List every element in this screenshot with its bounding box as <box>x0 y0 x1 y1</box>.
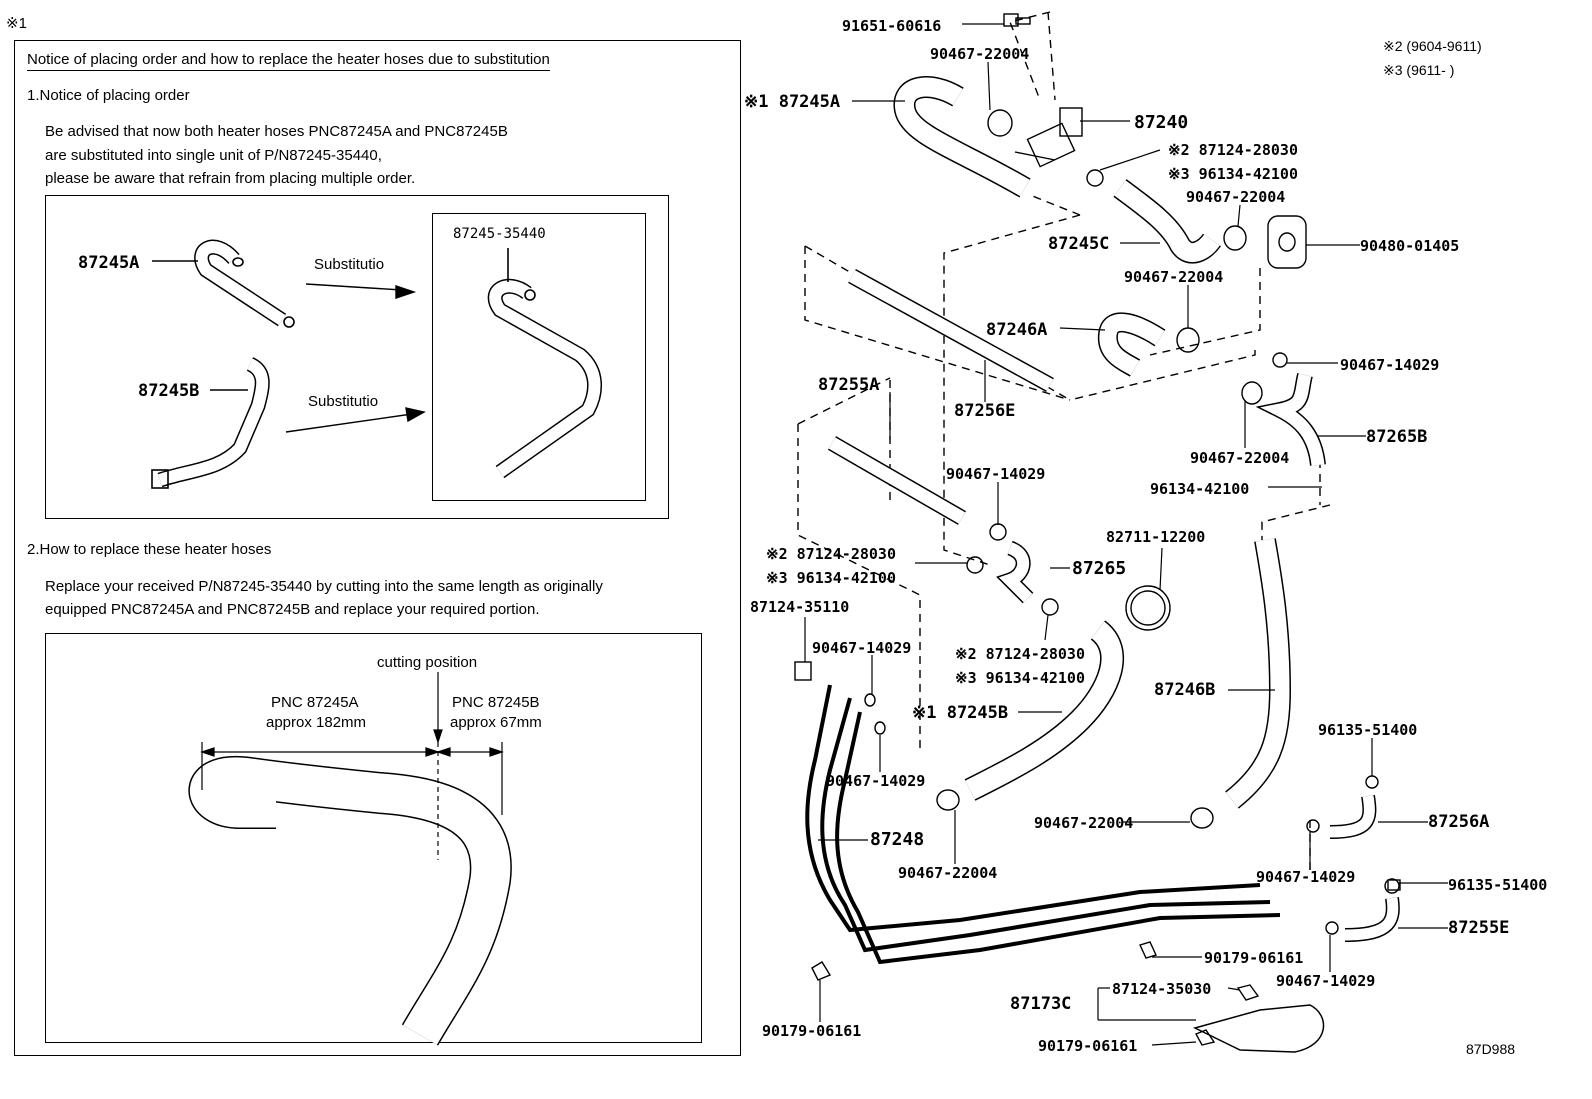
hose-87245a-icon <box>194 239 295 328</box>
part-87245a: ※1 87245A <box>744 92 841 112</box>
part-90467-22004-a: 90467-22004 <box>930 45 1030 63</box>
hose-87256a <box>1329 794 1377 839</box>
diagram-id: 87D988 <box>1466 1041 1516 1057</box>
leader-lines <box>804 23 1448 1046</box>
clamp-82711-icon <box>1125 585 1171 631</box>
part-87246b: 87246B <box>1154 680 1216 700</box>
section1-line3: please be aware that refrain from placin… <box>45 170 416 187</box>
dimension-lines <box>200 672 504 860</box>
part-90467-14029-b: 90467-14029 <box>946 465 1046 483</box>
part-90467-22004-d: 90467-22004 <box>1190 449 1290 467</box>
substitution-box: 87245A 87245B Substitutio Substitutio 87… <box>45 195 669 519</box>
part-87124-28030-c: ※2 87124-28030 <box>955 645 1085 663</box>
hose-87245c <box>1113 179 1222 264</box>
part-96135-51400-b: 96135-51400 <box>1448 876 1548 894</box>
section2-line1: Replace your received P/N87245-35440 by … <box>45 578 603 595</box>
pipe-87255a <box>828 436 966 525</box>
clamp-icon <box>864 109 1400 935</box>
part-87256e: 87256E <box>954 401 1016 421</box>
bracket-87173c <box>1192 1004 1325 1053</box>
pnc-a-length: approx 182mm <box>266 714 367 731</box>
pnc-a-label: PNC 87245A <box>271 694 359 711</box>
part-90179-06161-c: 90179-06161 <box>1038 1037 1138 1055</box>
substitution-a-text: Substitutio <box>314 256 385 273</box>
part-90467-14029-c: 90467-14029 <box>812 639 912 657</box>
part-91651: 91651-60616 <box>842 17 942 35</box>
part-90179-06161-a: 90179-06161 <box>1204 949 1304 967</box>
bolt-icon <box>1003 13 1031 27</box>
hose-87265b <box>1255 373 1326 467</box>
hose-87246b <box>1225 538 1292 809</box>
part-87265: 87265 <box>1072 558 1127 579</box>
sub-b-label: 87245B <box>138 381 200 401</box>
section2-title: 2.How to replace these heater hoses <box>27 541 272 558</box>
part-90467-14029-a: 90467-14029 <box>1340 356 1440 374</box>
substitution-b-text: Substitutio <box>308 393 379 410</box>
part-96134-42100-b: 96134-42100 <box>1150 480 1250 498</box>
part-87256a: 87256A <box>1428 812 1490 832</box>
part-87265b: 87265B <box>1366 427 1428 447</box>
part-96134-42100-c: ※3 96134-42100 <box>766 569 896 587</box>
section2-line2: equipped PNC87245A and PNC87245B and rep… <box>45 601 540 618</box>
part-87240: 87240 <box>1134 112 1189 133</box>
tube-87248 <box>805 684 1281 965</box>
part-90467-22004-c: 90467-22004 <box>1124 268 1224 286</box>
part-87248: 87248 <box>870 829 925 850</box>
section1-title: 1.Notice of placing order <box>27 87 190 104</box>
section1-line1: Be advised that now both heater hoses PN… <box>45 123 508 140</box>
new-part-box: 87245-35440 <box>432 213 646 501</box>
section1-line2: are substituted into single unit of P/N8… <box>45 147 382 164</box>
cutting-box: cutting position PNC 87245A approx 182mm… <box>45 633 702 1043</box>
notice-mark: ※1 <box>6 15 27 32</box>
pnc-b-label: PNC 87245B <box>452 694 540 711</box>
hose-87265 <box>996 540 1034 604</box>
part-90179-06161-b: 90179-06161 <box>762 1022 862 1040</box>
part-87246a: 87246A <box>986 320 1048 340</box>
part-87124-35030: 87124-35030 <box>1112 980 1212 998</box>
part-90480: 90480-01405 <box>1360 237 1460 255</box>
part-87124-28030-a: ※2 87124-28030 <box>1168 141 1298 159</box>
new-part-label: 87245-35440 <box>453 226 546 242</box>
part-96134-42100-a: ※3 96134-42100 <box>1168 165 1298 183</box>
valve-87240-icon <box>1014 107 1083 168</box>
cutting-position-label: cutting position <box>377 654 478 671</box>
part-87255a: 87255A <box>818 375 880 395</box>
part-90467-22004-e: 90467-22004 <box>1034 814 1134 832</box>
clip-icon <box>794 661 1401 1046</box>
part-87245c: 87245C <box>1048 234 1110 254</box>
part-87255e: 87255E <box>1448 918 1510 938</box>
part-90467-14029-f: 90467-14029 <box>1276 972 1376 990</box>
hose-cutting-icon <box>188 755 512 1046</box>
hose-87245b <box>964 620 1125 801</box>
hose-87255e <box>1344 897 1400 942</box>
hose-87246a <box>1097 312 1166 377</box>
arrow-icon <box>285 283 426 433</box>
part-96135-51400-a: 96135-51400 <box>1318 721 1418 739</box>
notice-heading: Notice of placing order and how to repla… <box>27 51 550 71</box>
part-82711: 82711-12200 <box>1106 528 1206 546</box>
part-87124-28030-b: ※2 87124-28030 <box>766 545 896 563</box>
part-87173c: 87173C <box>1010 994 1072 1014</box>
pipe-87256e <box>848 268 1054 393</box>
hose-87245b-icon <box>151 357 270 489</box>
part-96134-42100-d: ※3 96134-42100 <box>955 669 1085 687</box>
part-90467-14029-e: 90467-14029 <box>1256 868 1356 886</box>
sub-a-label: 87245A <box>78 253 140 273</box>
part-90467-14029-d: 90467-14029 <box>826 772 926 790</box>
part-87245b: ※1 87245B <box>912 703 1009 723</box>
note-2: ※2 (9604-9611) <box>1383 38 1482 54</box>
hose-87245a <box>893 76 1031 198</box>
grommet-90480-icon <box>1267 215 1307 269</box>
part-90467-22004-b: 90467-22004 <box>1186 188 1286 206</box>
part-90467-22004-f: 90467-22004 <box>898 864 998 882</box>
hose-87245-35440-icon <box>487 278 603 479</box>
pnc-b-length: approx 67mm <box>450 714 542 731</box>
notice-panel: Notice of placing order and how to repla… <box>14 40 741 1056</box>
part-87124-35110: 87124-35110 <box>750 598 850 616</box>
note-3: ※3 (9611- ) <box>1383 62 1455 78</box>
